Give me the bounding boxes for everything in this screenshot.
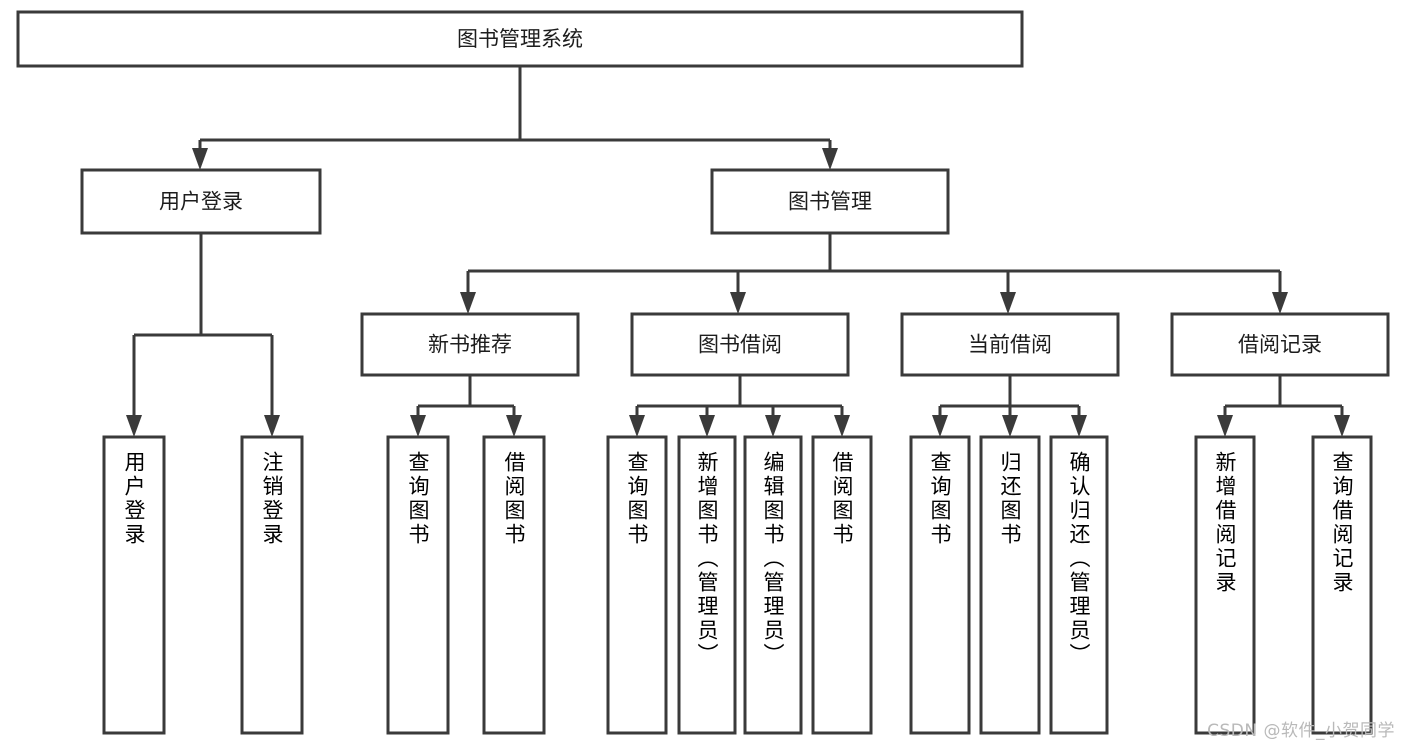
group-3-drop-0-arrow-icon xyxy=(1217,415,1233,437)
leaf-node-leaf-user-login[interactable]: 用户登录 xyxy=(102,435,166,735)
group-1-drop-2-arrow-icon xyxy=(765,415,781,437)
node-label: 图书管理 xyxy=(788,190,872,214)
root-node-root[interactable]: 图书管理系统 xyxy=(16,10,1024,68)
node-label: 借阅记录 xyxy=(1238,333,1322,357)
node-box xyxy=(1049,435,1109,735)
node-label-wrap: 查询借阅记录 xyxy=(1330,451,1354,595)
root-drop-0-arrow-icon xyxy=(192,148,208,170)
node-box xyxy=(630,312,850,377)
node-box xyxy=(900,312,1120,377)
group-3-drop-1-arrow-icon xyxy=(1334,415,1350,437)
node-label-wrap: 归还图书 xyxy=(998,451,1022,547)
node-box xyxy=(909,435,971,735)
node-label: 查询图书 xyxy=(406,451,430,547)
leaf-node-leaf-query-record[interactable]: 查询借阅记录 xyxy=(1311,435,1373,735)
node-box xyxy=(979,435,1041,735)
group-2-drop-2-arrow-icon xyxy=(1071,415,1087,437)
leaf-node-leaf-query-book-3[interactable]: 查询图书 xyxy=(909,435,971,735)
node-label: 归还图书 xyxy=(998,451,1022,547)
node-label: 图书借阅 xyxy=(698,333,782,357)
group-1-drop-0-arrow-icon xyxy=(629,415,645,437)
node-box xyxy=(360,312,580,377)
group-2-drop-0-arrow-icon xyxy=(932,415,948,437)
node-layer: 图书管理系统用户登录图书管理新书推荐图书借阅当前借阅借阅记录用户登录注销登录查询… xyxy=(16,10,1390,735)
node-label-wrap: 新增图书（管理员） xyxy=(695,451,719,667)
book-manage-drop-2-arrow-icon xyxy=(1000,292,1016,314)
leaf-node-leaf-borrow-book-2[interactable]: 借阅图书 xyxy=(811,435,873,735)
group-1-drop-1-arrow-icon xyxy=(699,415,715,437)
node-box xyxy=(606,435,668,735)
node-label: 借阅图书 xyxy=(502,451,526,547)
node-box xyxy=(386,435,450,735)
leaf-node-leaf-add-record[interactable]: 新增借阅记录 xyxy=(1194,435,1256,735)
user-login-drop-1-arrow-icon xyxy=(264,415,280,437)
node-label: 借阅图书 xyxy=(830,451,854,547)
node-label-wrap: 用户登录 xyxy=(122,451,146,547)
group-1-drop-3-arrow-icon xyxy=(834,415,850,437)
node-label: 当前借阅 xyxy=(968,333,1052,357)
level3-node-current-borrow[interactable]: 当前借阅 xyxy=(900,312,1120,377)
user-login-drop-0-arrow-icon xyxy=(126,415,142,437)
node-label: 新书推荐 xyxy=(428,333,512,357)
node-label: 用户登录 xyxy=(159,190,243,214)
node-box xyxy=(16,10,1024,68)
node-label: 新增图书（管理员） xyxy=(695,451,719,667)
node-label-wrap: 查询图书 xyxy=(625,451,649,547)
node-box xyxy=(482,435,546,735)
node-label: 查询图书 xyxy=(928,451,952,547)
node-box xyxy=(1194,435,1256,735)
node-label: 查询借阅记录 xyxy=(1330,451,1354,595)
node-box xyxy=(743,435,803,735)
node-box xyxy=(80,168,322,235)
node-label-wrap: 注销登录 xyxy=(260,451,284,547)
node-label: 图书管理系统 xyxy=(457,27,583,51)
node-box xyxy=(677,435,737,735)
node-box xyxy=(240,435,304,735)
node-box xyxy=(811,435,873,735)
node-label: 新增借阅记录 xyxy=(1213,451,1237,595)
group-0-drop-1-arrow-icon xyxy=(506,415,522,437)
level3-node-new-book-rec[interactable]: 新书推荐 xyxy=(360,312,580,377)
book-manage-drop-3-arrow-icon xyxy=(1272,292,1288,314)
book-manage-drop-0-arrow-icon xyxy=(460,292,476,314)
leaf-node-leaf-add-book[interactable]: 新增图书（管理员） xyxy=(677,435,737,735)
leaf-node-leaf-confirm-return[interactable]: 确认归还（管理员） xyxy=(1049,435,1109,735)
level3-node-borrow-record[interactable]: 借阅记录 xyxy=(1170,312,1390,377)
node-box xyxy=(1170,312,1390,377)
leaf-node-leaf-edit-book[interactable]: 编辑图书（管理员） xyxy=(743,435,803,735)
root-drop-1-arrow-icon xyxy=(822,148,838,170)
leaf-node-leaf-user-logout[interactable]: 注销登录 xyxy=(240,435,304,735)
level2-node-user-login[interactable]: 用户登录 xyxy=(80,168,322,235)
node-label: 编辑图书（管理员） xyxy=(761,451,785,667)
level2-node-book-manage[interactable]: 图书管理 xyxy=(710,168,950,235)
node-label: 注销登录 xyxy=(260,451,284,547)
node-label: 确认归还（管理员） xyxy=(1067,451,1091,667)
node-box xyxy=(1311,435,1373,735)
node-label-wrap: 查询图书 xyxy=(406,451,430,547)
node-label: 查询图书 xyxy=(625,451,649,547)
node-label: 用户登录 xyxy=(122,451,146,547)
node-label-wrap: 确认归还（管理员） xyxy=(1067,451,1091,667)
connector-layer xyxy=(126,66,1350,437)
node-label-wrap: 借阅图书 xyxy=(830,451,854,547)
node-label-wrap: 编辑图书（管理员） xyxy=(761,451,785,667)
node-label-wrap: 新增借阅记录 xyxy=(1213,451,1237,595)
group-2-drop-1-arrow-icon xyxy=(1002,415,1018,437)
level3-node-book-borrow[interactable]: 图书借阅 xyxy=(630,312,850,377)
leaf-node-leaf-return-book[interactable]: 归还图书 xyxy=(979,435,1041,735)
node-label-wrap: 借阅图书 xyxy=(502,451,526,547)
node-label-wrap: 查询图书 xyxy=(928,451,952,547)
book-manage-drop-1-arrow-icon xyxy=(730,292,746,314)
leaf-node-leaf-query-book-2[interactable]: 查询图书 xyxy=(606,435,668,735)
node-box xyxy=(710,168,950,235)
group-0-drop-0-arrow-icon xyxy=(410,415,426,437)
node-box xyxy=(102,435,166,735)
leaf-node-leaf-borrow-book-1[interactable]: 借阅图书 xyxy=(482,435,546,735)
leaf-node-leaf-query-book-1[interactable]: 查询图书 xyxy=(386,435,450,735)
